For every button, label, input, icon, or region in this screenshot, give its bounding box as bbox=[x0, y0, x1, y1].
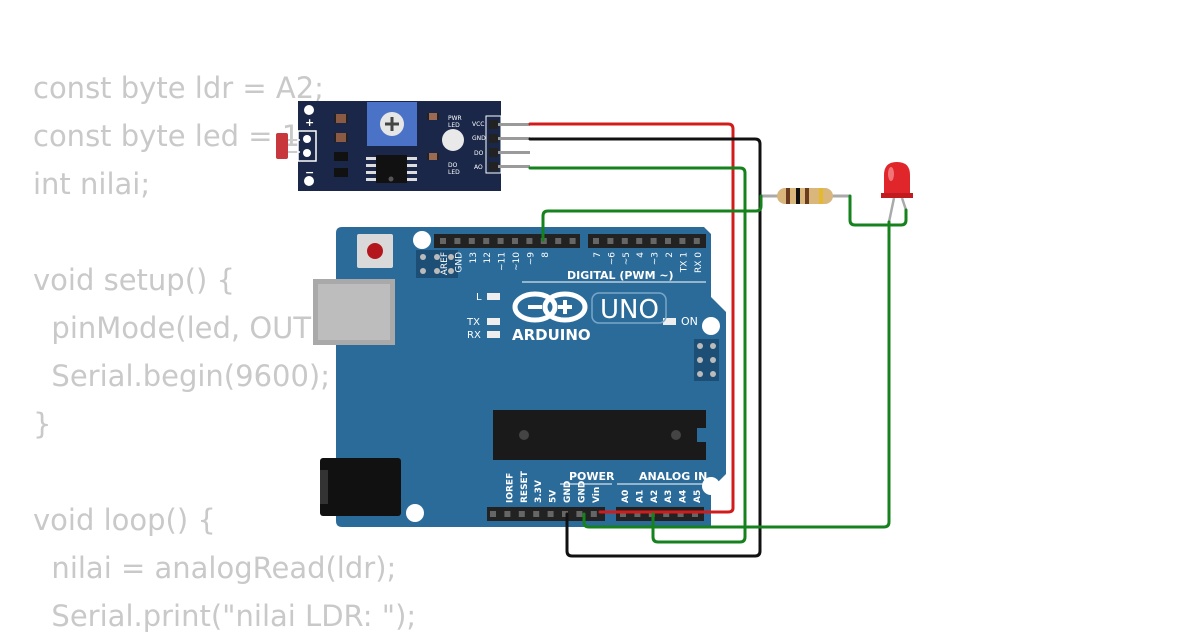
analog-pin-label: A1 bbox=[635, 490, 645, 503]
rx-led-label: RX bbox=[467, 330, 481, 341]
digital-title: DIGITAL (PWM ~) bbox=[567, 269, 674, 282]
module-pin-gnd: GND bbox=[472, 135, 486, 142]
analog-pin-label: A3 bbox=[664, 490, 674, 503]
arduino-uno-board[interactable]: AREF GND 13 12 ~11 ~10 ~9 8 7 ~6 ~5 4 ~3 2 TX 1 RX 0 DI… bbox=[313, 227, 726, 527]
usb-port-icon bbox=[313, 279, 395, 345]
power-pin-label: RESET bbox=[520, 470, 530, 503]
wires[interactable] bbox=[528, 122, 908, 558]
power-pin-label: GND bbox=[563, 481, 573, 503]
pwr-led-label-1: PWR bbox=[448, 115, 462, 122]
power-pin-label: Vin bbox=[592, 487, 602, 503]
digital-pin-label: 12 bbox=[483, 252, 493, 263]
digital-pin-label: TX 1 bbox=[679, 252, 689, 273]
digital-pin-label: ~10 bbox=[512, 252, 522, 271]
do-led-label-2: LED bbox=[448, 169, 460, 176]
reset-button[interactable] bbox=[357, 234, 393, 268]
power-jack-icon bbox=[320, 458, 401, 516]
tx-led-label: TX bbox=[466, 317, 480, 328]
analog-pin-label: A5 bbox=[693, 490, 703, 503]
code-editor-text: const byte ldr = A2; const byte led = 1 in… bbox=[33, 64, 416, 640]
power-title: POWER bbox=[569, 470, 615, 483]
module-pin-ao: AO bbox=[474, 164, 483, 171]
digital-pin-label: 7 bbox=[593, 252, 603, 258]
digital-pin-label: AREF bbox=[440, 252, 450, 275]
wire-led-gnd bbox=[582, 220, 891, 529]
wire-led-resistor bbox=[848, 194, 908, 227]
digital-pin-label: RX 0 bbox=[694, 252, 704, 273]
code-line: Serial.print("nilai LDR: "); bbox=[33, 599, 417, 633]
power-pin-label: IOREF bbox=[505, 473, 515, 503]
code-line: const byte ldr = A2; bbox=[33, 71, 324, 105]
on-led-label: ON bbox=[681, 315, 698, 328]
pwr-led-label-2: LED bbox=[448, 122, 460, 129]
photoresistor-icon bbox=[276, 133, 300, 159]
digital-pin-label: ~5 bbox=[622, 252, 632, 265]
power-pin-label: 5V bbox=[549, 490, 559, 503]
digital-pin-label: ~9 bbox=[526, 252, 536, 266]
arduino-logo-icon bbox=[512, 291, 588, 323]
power-pin-label: GND bbox=[577, 481, 587, 503]
module-pin-do: DO bbox=[474, 150, 484, 157]
wire-ao-green bbox=[528, 166, 747, 544]
red-led-icon[interactable] bbox=[881, 162, 913, 223]
code-line: Serial.begin(9600); bbox=[33, 359, 331, 393]
digital-pin-label: GND bbox=[454, 252, 464, 273]
power-pin-label: 3.3V bbox=[534, 480, 544, 503]
module-minus-label: − bbox=[305, 166, 314, 179]
wire-gnd-black bbox=[528, 137, 762, 558]
wire-vcc-red bbox=[528, 122, 735, 514]
atmega-chip bbox=[493, 410, 706, 460]
digital-pin-label: ~6 bbox=[607, 252, 617, 266]
analog-pin-label: A0 bbox=[621, 490, 631, 503]
potentiometer-icon[interactable] bbox=[367, 102, 417, 146]
digital-pin-label: 13 bbox=[469, 252, 479, 263]
code-line: pinMode(led, OUT bbox=[33, 311, 312, 345]
analog-pin-label: A2 bbox=[650, 490, 660, 503]
digital-pin-label: ~3 bbox=[651, 252, 661, 265]
code-line: void setup() { bbox=[33, 263, 235, 297]
code-line: int nilai; bbox=[33, 167, 151, 201]
digital-pin-label: 4 bbox=[636, 252, 646, 258]
analog-pin-label: A4 bbox=[679, 490, 689, 503]
board-model: UNO bbox=[600, 295, 659, 325]
module-pin-vcc: VCC bbox=[472, 121, 484, 128]
wire-pin10-green bbox=[541, 194, 763, 242]
comparator-ic bbox=[366, 155, 417, 183]
l-led-label: L bbox=[476, 292, 482, 303]
code-line: } bbox=[33, 407, 52, 441]
digital-pin-label: 8 bbox=[541, 252, 551, 258]
code-line: const byte led = 1 bbox=[33, 119, 301, 153]
board-brand: ARDUINO bbox=[512, 326, 591, 344]
analog-title: ANALOG IN bbox=[639, 470, 707, 483]
code-line: nilai = analogRead(ldr); bbox=[33, 551, 397, 585]
digital-pin-label: ~11 bbox=[498, 252, 508, 271]
resistor-icon[interactable] bbox=[761, 188, 850, 204]
ldr-sensor-module[interactable]: + − PWR LED DO LED VCC GND bbox=[276, 101, 530, 191]
module-plus-label: + bbox=[305, 116, 314, 129]
code-line: void loop() { bbox=[33, 503, 216, 537]
do-led-label-1: DO bbox=[448, 162, 458, 169]
digital-pin-label: 2 bbox=[665, 252, 675, 258]
